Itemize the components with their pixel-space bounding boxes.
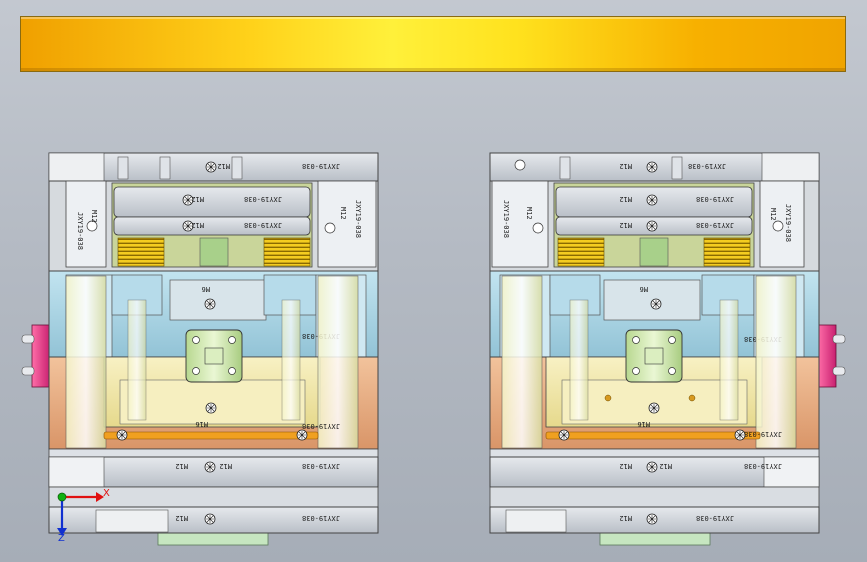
part-label: JXY19-038 [696,195,734,203]
bolt-label: M12 [217,162,230,170]
ejector-rod [545,431,761,440]
base-foot [157,532,269,546]
bolt-label: M12 [769,208,777,221]
mold-view-left[interactable]: M12 JXY19-038 JXY19-038 M12 M12 JXY19-03… [21,152,379,546]
bolt-label: M12 [619,221,632,229]
part-label: JXY19-038 [696,221,734,229]
bolt-label: M6 [640,285,648,293]
spring [557,237,605,267]
mold-view-right[interactable]: M12 JXY19-038 JXY19-038 M12 M12 JXY19-03… [489,152,846,546]
handle-knob [21,366,35,376]
bolt-label: M12 [175,514,188,522]
base-foot [599,532,711,546]
bolt-label: M12 [619,162,632,170]
spring [117,237,165,267]
x-axis-label: X [103,488,110,499]
part-label: JXY19-038 [302,462,340,470]
bolt-label: M12 [191,195,204,203]
handle-knob [21,334,35,344]
handle-knob [832,366,846,376]
part-label: JXY19-038 [302,162,340,170]
lower-insert [113,216,311,236]
bolt-label: M12 [619,195,632,203]
part-label: JXY19-038 [302,514,340,522]
part-label: JXY19-038 [354,200,362,238]
bolt-label: M12 [619,462,632,470]
bolt-label: M16 [637,420,650,428]
bolt-label: M12 [90,210,98,223]
bolt-label: M16 [195,420,208,428]
bolt-label: M12 [525,207,533,220]
axis-triad: X Z [57,488,110,544]
part-label: JXY19-038 [76,212,84,250]
title-banner [20,16,846,72]
part-label: JXY19-038 [302,422,340,430]
part-label: JXY19-038 [784,204,792,242]
part-label: JXY19-038 [244,221,282,229]
z-axis-label: Z [58,533,65,544]
bolt-code: M12 [659,462,672,470]
spring [703,237,751,267]
part-label: JXY19-038 [244,195,282,203]
lifting-handle [31,324,51,388]
bolt-label: M12 [191,221,204,229]
bolt-label: M6 [202,285,210,293]
bolt-code: M12 [219,462,232,470]
part-label: JXY19-038 [688,162,726,170]
spring [263,237,311,267]
bolt-label: M12 [175,462,188,470]
handle-knob [832,334,846,344]
lifting-handle [817,324,837,388]
part-label: JXY19-038 [502,200,510,238]
part-label: JXY19-038 [744,430,782,438]
bolt-label: M12 [339,207,347,220]
part-label: JXY19-038 [696,514,734,522]
part-label: JXY19-038 [744,462,782,470]
ejector-rod [103,431,319,440]
side-block-left [65,180,107,268]
bolt-label: M12 [619,514,632,522]
